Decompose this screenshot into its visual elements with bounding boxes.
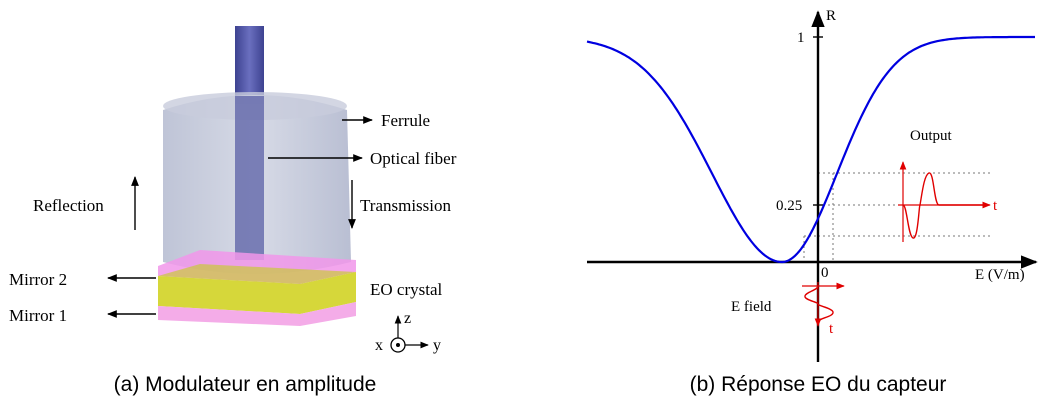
label-optical-fiber: Optical fiber (370, 149, 457, 168)
caption-a: (a) Modulateur en amplitude (114, 373, 377, 396)
tick-label-025: 0.25 (776, 198, 802, 214)
x-axis-label: E (V/m) (975, 267, 1025, 283)
efield-t-label: t (829, 321, 834, 337)
tick-label-0: 0 (821, 265, 829, 281)
modulator-illustration (158, 26, 356, 326)
label-mirror-1: Mirror 1 (9, 306, 67, 325)
response-curve (586, 35, 1035, 264)
label-reflection: Reflection (33, 196, 104, 215)
label-eo-crystal: EO crystal (370, 280, 443, 299)
axis-x-label: x (375, 337, 383, 354)
label-transmission: Transmission (360, 196, 452, 215)
axis-y-label: y (433, 337, 441, 354)
label-mirror-2: Mirror 2 (9, 270, 67, 289)
caption-b: (b) Réponse EO du capteur (690, 373, 947, 396)
efield-label: E field (731, 299, 772, 315)
fiber-top (235, 26, 264, 104)
tick-label-1: 1 (797, 30, 805, 46)
output-signal (902, 172, 985, 239)
axis-z-label: z (404, 310, 411, 327)
output-t-label: t (993, 198, 998, 214)
coordinate-axes: z x y (375, 310, 441, 354)
y-axis-label: R (826, 8, 836, 24)
efield-signal (804, 285, 834, 323)
eo-crystal-top-face (158, 264, 356, 284)
output-label: Output (910, 128, 953, 144)
label-ferrule: Ferrule (381, 111, 430, 130)
fiber-inside (235, 96, 264, 260)
mirror-1-layer (158, 302, 356, 326)
eo-crystal-layer (158, 272, 356, 314)
